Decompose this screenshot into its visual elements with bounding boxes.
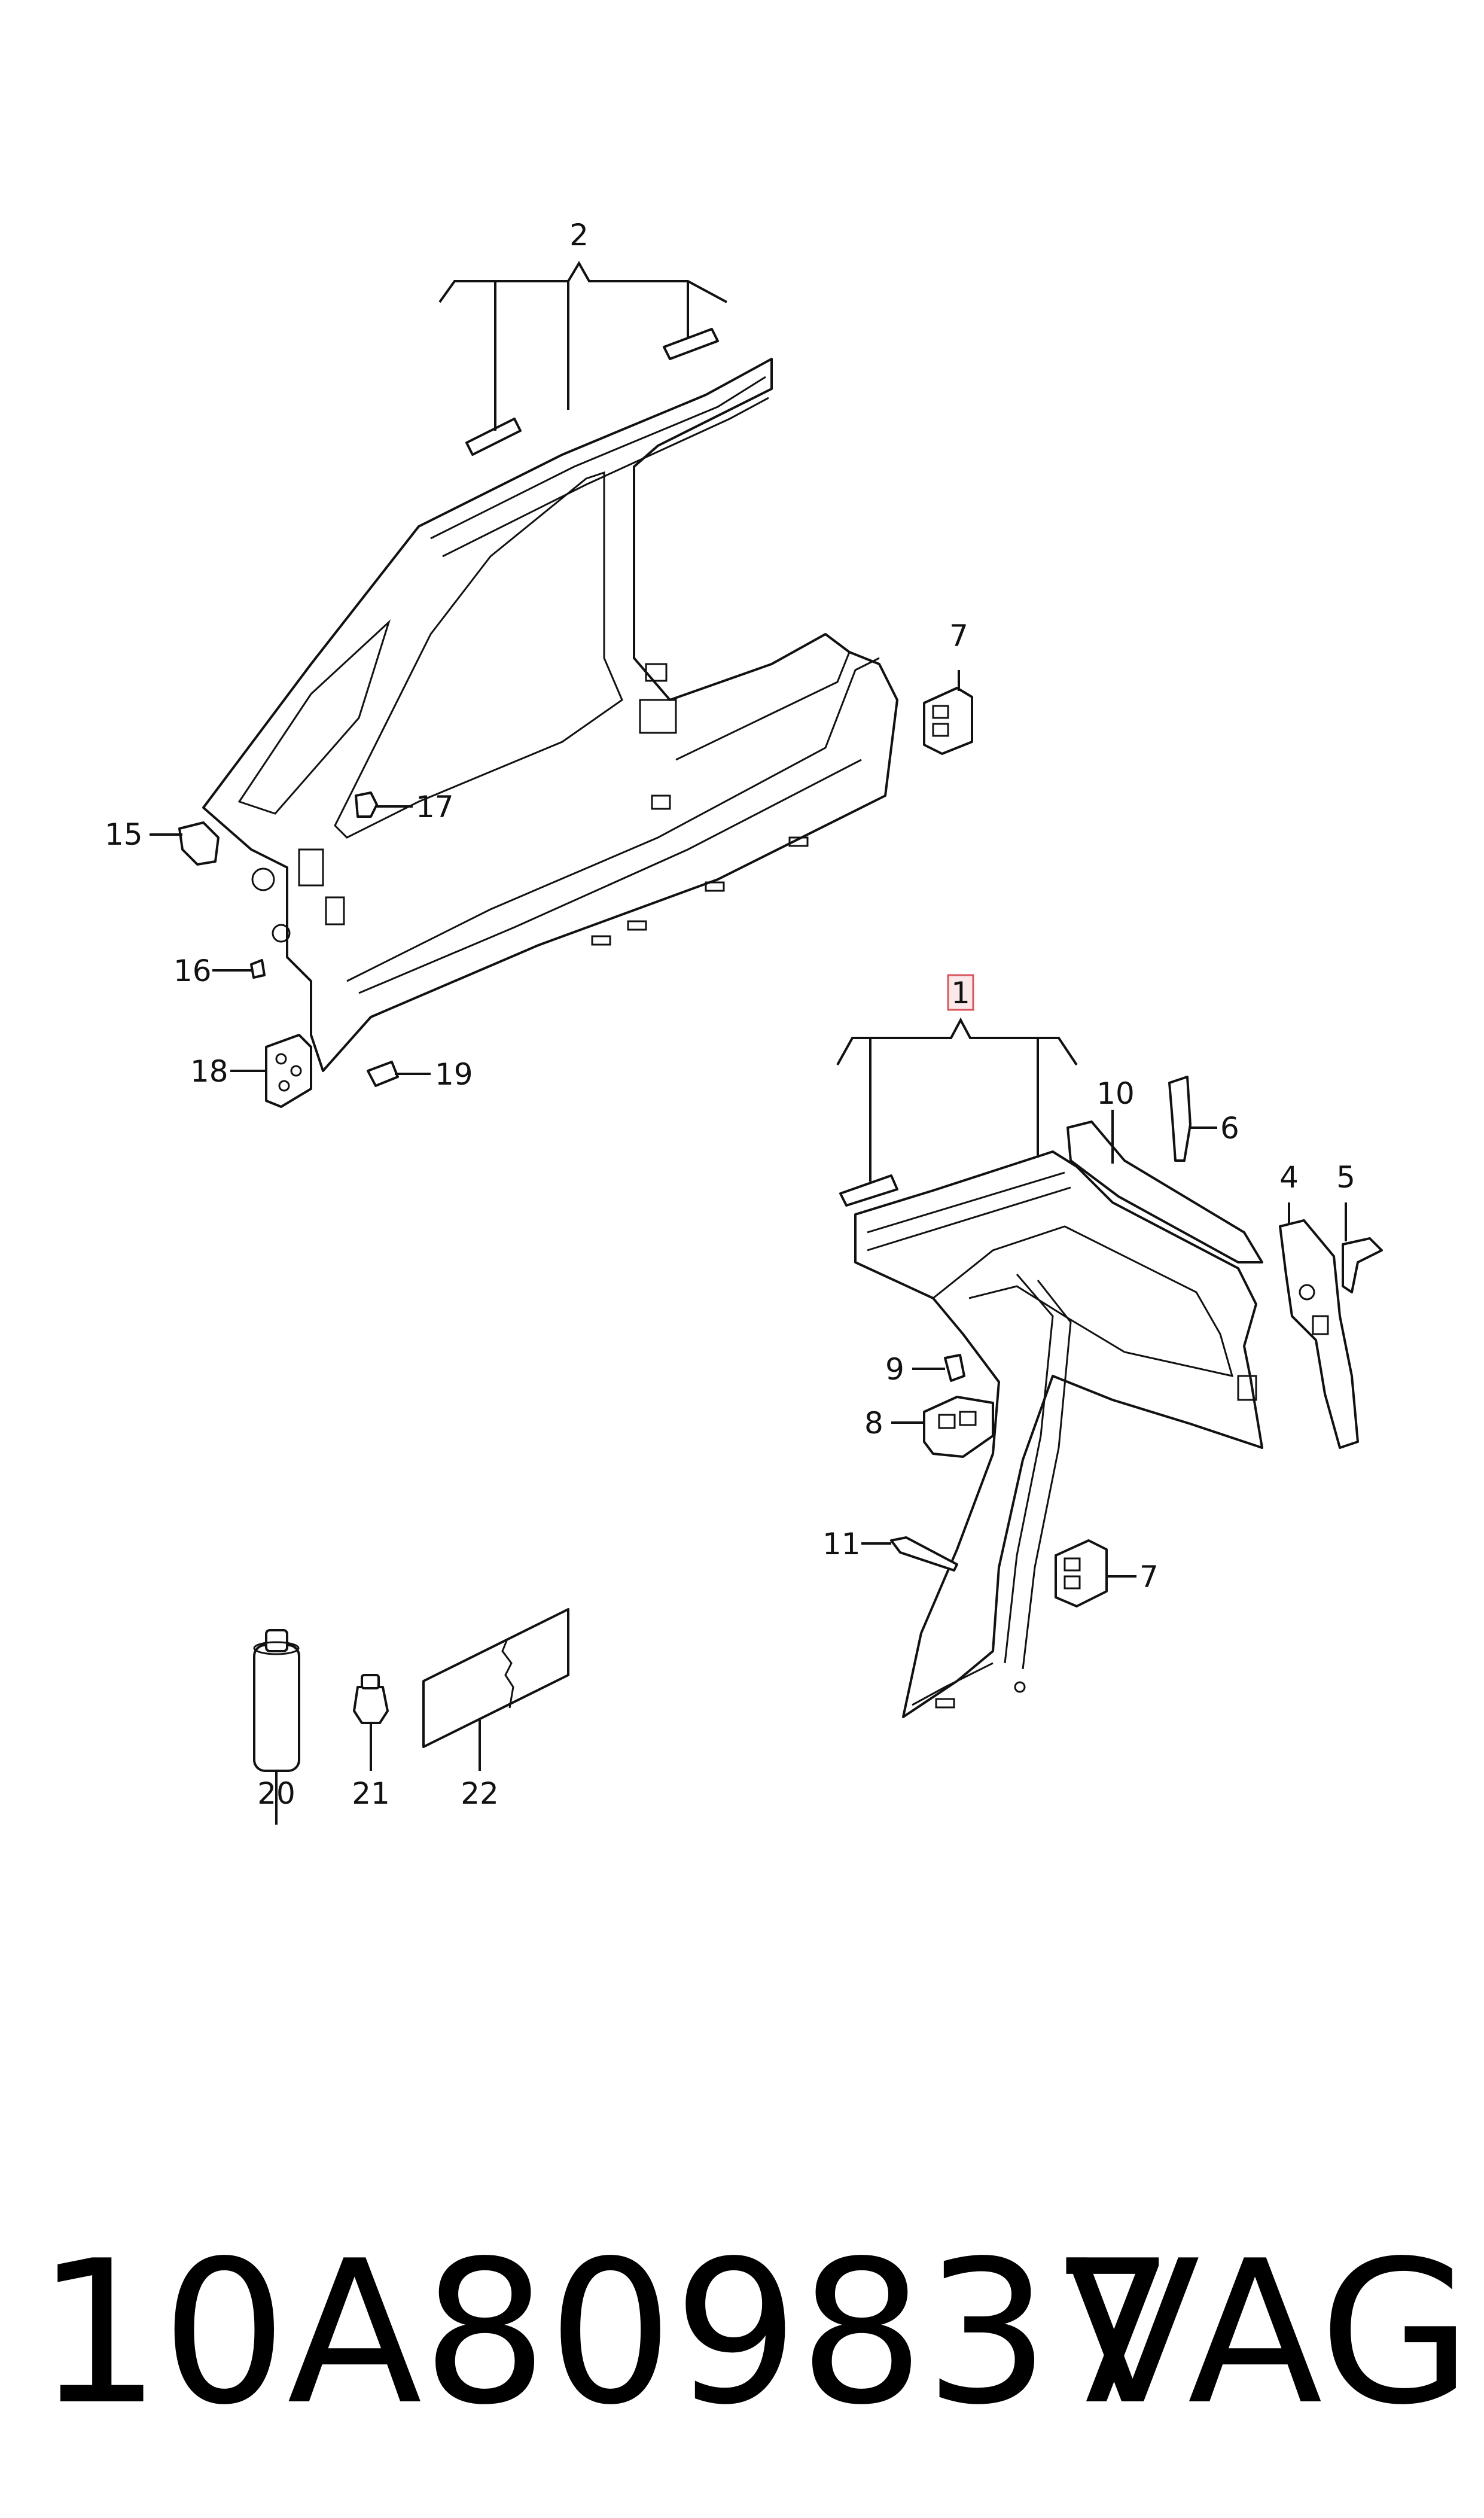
callout-1-group: 1 <box>836 974 1078 1182</box>
rear-roof-strip <box>839 1174 898 1207</box>
callout-21: 21 <box>352 1776 390 1811</box>
part-11: 11 <box>822 1527 958 1572</box>
part-6: 6 <box>1168 1076 1239 1162</box>
callout-16: 16 <box>173 954 212 988</box>
part-10: 10 <box>1066 1076 1263 1263</box>
front-side-panel-assembly <box>202 328 898 1072</box>
rear-quarter-panel-assembly <box>839 1150 1263 1718</box>
callout-15: 15 <box>105 817 143 852</box>
roof-strip-left <box>465 418 522 456</box>
part-15: 15 <box>105 817 220 866</box>
brand-name: VAG <box>1065 2218 1472 2448</box>
part-5: 5 <box>1336 1160 1383 1293</box>
roof-strip-right <box>663 328 719 360</box>
callout-1-highlight <box>947 974 974 1011</box>
part-7-lower: 7 <box>1055 1539 1159 1607</box>
part-21-plug: 21 <box>352 1674 390 1811</box>
part-18: 18 <box>190 1034 312 1108</box>
callout-22: 22 <box>461 1776 499 1811</box>
callout-17: 17 <box>416 790 454 824</box>
callout-4: 4 <box>1279 1160 1299 1195</box>
part-20-canister: 20 <box>253 1629 300 1825</box>
callout-20: 20 <box>257 1776 295 1811</box>
callout-6: 6 <box>1220 1111 1239 1146</box>
part-19: 19 <box>367 1057 473 1092</box>
part-22-sheet: 22 <box>422 1608 569 1811</box>
callout-7-lower: 7 <box>1139 1560 1159 1594</box>
part-7-upper: 7 <box>923 619 973 755</box>
part-9: 9 <box>885 1352 965 1387</box>
part-16: 16 <box>173 954 266 988</box>
callout-5: 5 <box>1336 1160 1355 1195</box>
callout-2-group: 2 <box>438 218 727 431</box>
part-4: 4 <box>1279 1160 1359 1449</box>
callout-7-upper: 7 <box>949 619 968 653</box>
front-side-panel <box>202 358 898 1072</box>
part-number: 10A809837 <box>36 2218 1176 2448</box>
part-17: 17 <box>355 790 454 824</box>
callout-8: 8 <box>864 1406 883 1441</box>
callout-9: 9 <box>885 1352 904 1387</box>
callout-10: 10 <box>1096 1076 1135 1111</box>
part-8: 8 <box>864 1396 994 1458</box>
callout-11: 11 <box>822 1527 861 1561</box>
callout-1: 1 <box>951 976 970 1010</box>
callout-19: 19 <box>435 1057 473 1092</box>
callout-18: 18 <box>190 1054 228 1089</box>
callout-2: 2 <box>569 218 589 252</box>
rear-quarter-panel <box>854 1150 1263 1718</box>
